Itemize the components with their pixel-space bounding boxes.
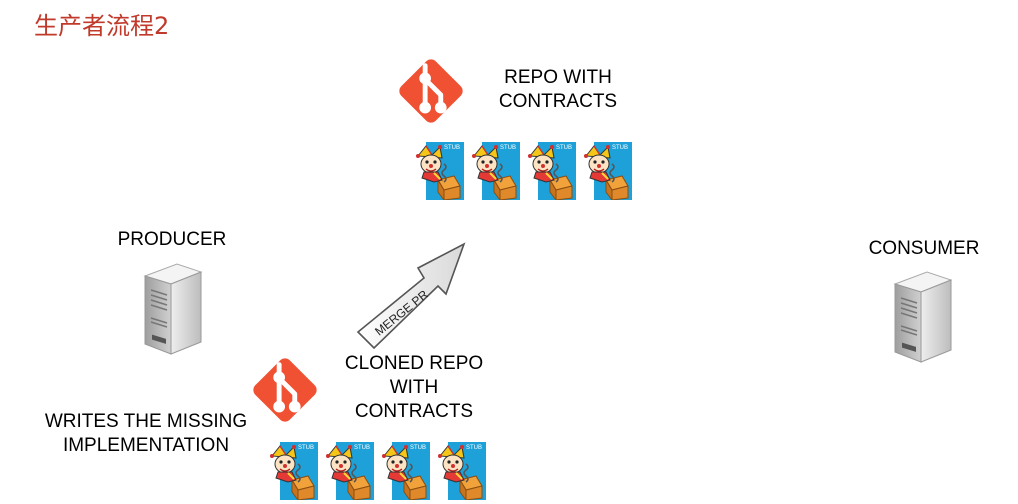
stub-card-icon: [324, 442, 380, 500]
stub-card-icon: [526, 142, 582, 200]
repo-label: REPO WITH CONTRACTS: [498, 67, 618, 112]
consumer-label: CONSUMER: [868, 238, 980, 259]
server-icon: [894, 271, 952, 363]
writes-implementation-label: WRITES THE MISSING IMPLEMENTATION: [44, 411, 248, 456]
git-logo-icon: [392, 52, 470, 130]
merge-pr-arrow: MERGE PR: [356, 242, 466, 350]
cloned-repo-label: CLONED REPO WITH CONTRACTS: [344, 353, 484, 422]
git-logo-icon: [246, 351, 324, 429]
page-title: 生产者流程2: [34, 12, 170, 40]
stub-card-icon: [470, 142, 526, 200]
server-icon: [144, 263, 202, 355]
stub-card-icon: [414, 142, 470, 200]
producer-label: PRODUCER: [117, 229, 227, 250]
stub-card-icon: [268, 442, 324, 500]
stub-card-icon: [380, 442, 436, 500]
stub-card-icon: [582, 142, 638, 200]
stub-card-icon: [436, 442, 492, 500]
